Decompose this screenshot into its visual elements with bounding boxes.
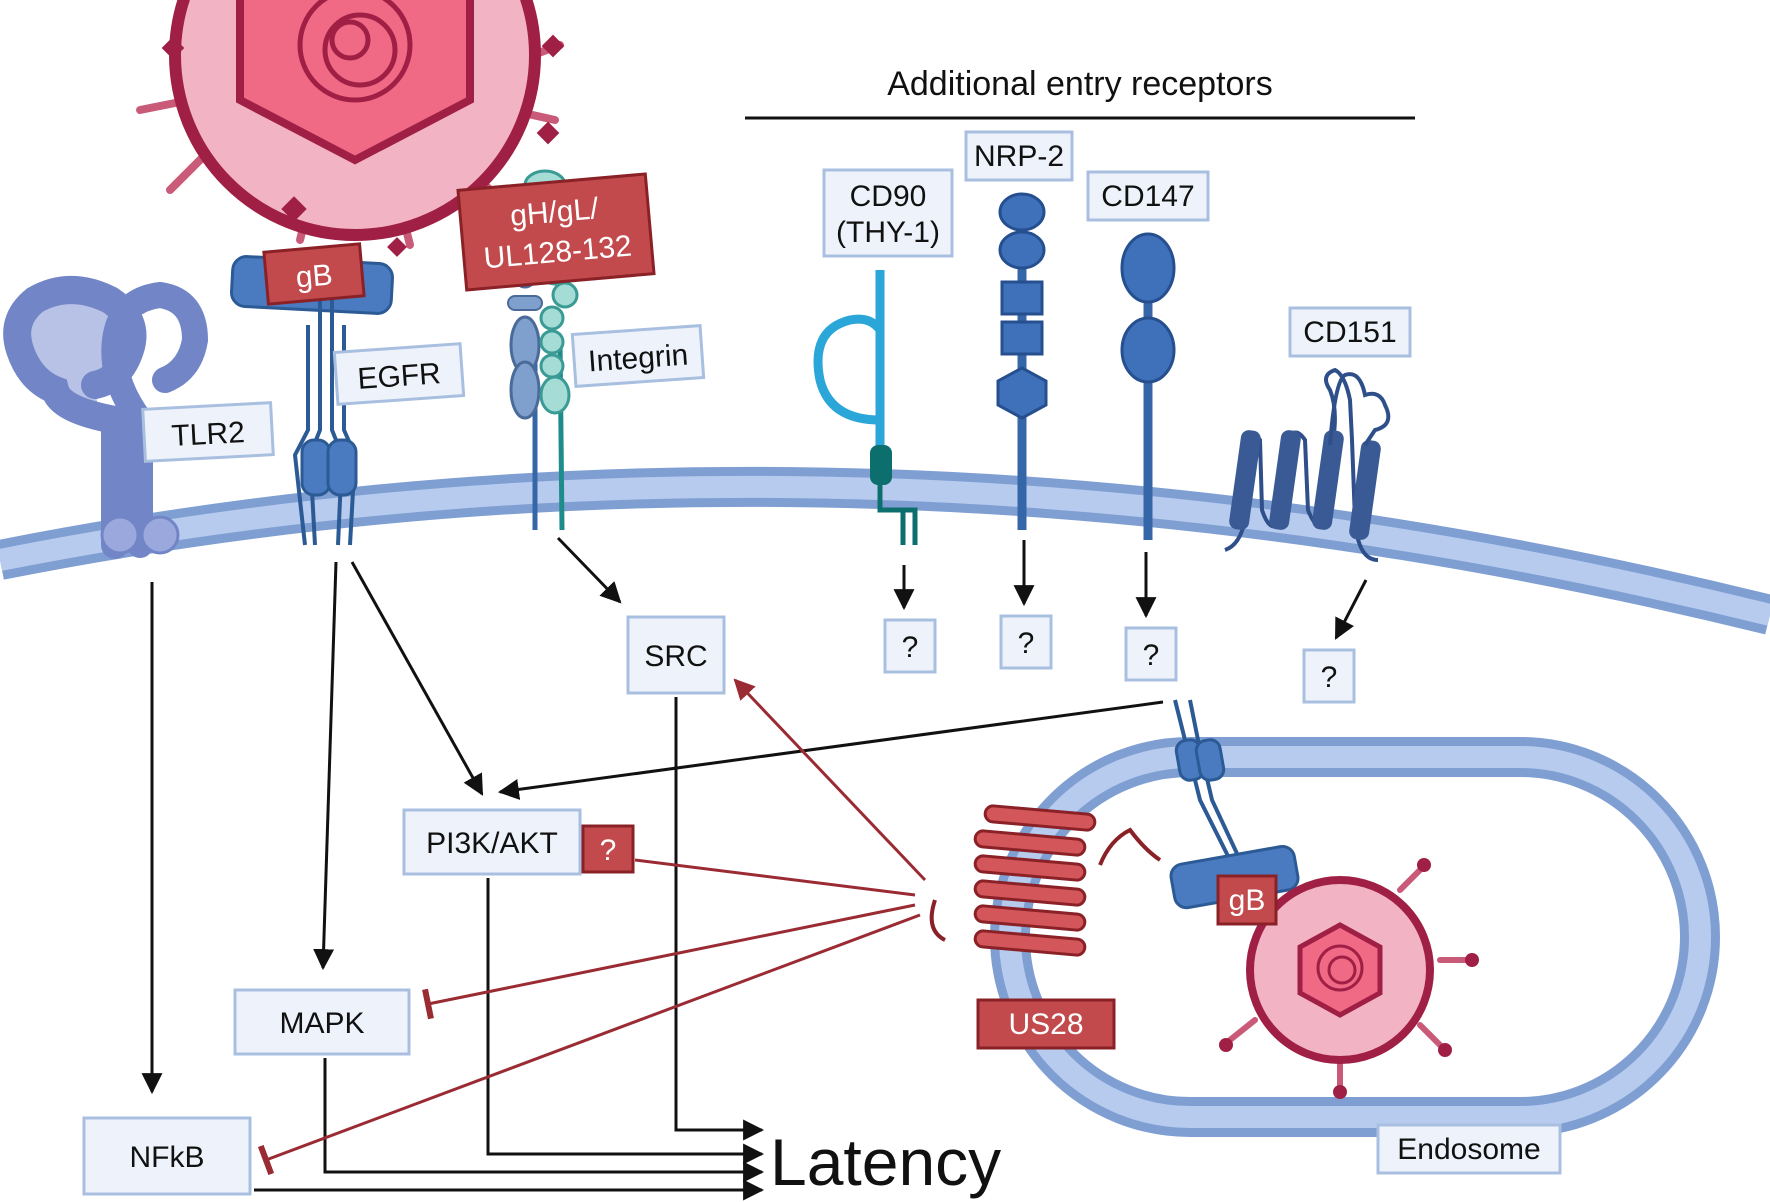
us28-receptor (929, 804, 1162, 957)
hcmv-virion-top (136, 0, 565, 257)
cd151-label: CD151 (1303, 316, 1396, 349)
gb-label-top: gB (294, 258, 333, 294)
cd147-label: CD147 (1101, 180, 1194, 213)
pi3k-akt-node: PI3K/AKT (426, 827, 558, 860)
gh-gl-label-line1: gH/gL/ (509, 192, 601, 233)
capsid-top (236, 0, 474, 165)
latency-label: Latency (770, 1125, 1001, 1199)
nrp2-unknown-signal: ? (1018, 627, 1035, 660)
src-node: SRC (644, 640, 707, 673)
mapk-node: MAPK (279, 1007, 364, 1040)
integrin-label: Integrin (587, 339, 689, 379)
cd90-label-line2: (THY-1) (836, 216, 940, 249)
tlr2-label: TLR2 (171, 416, 246, 453)
entry-receptors-heading: Additional entry receptors (745, 65, 1415, 120)
nrp2-receptor (996, 192, 1048, 530)
cd151-receptor (1224, 367, 1391, 562)
egfr-label: EGFR (356, 357, 441, 396)
tlr2-receptor (3, 276, 209, 559)
cd90-receptor (813, 270, 918, 545)
cd147-receptor (1120, 232, 1176, 540)
heading-text: Additional entry receptors (887, 65, 1273, 103)
hcmv-virion-endosome (1219, 858, 1479, 1099)
plasma-membrane (0, 466, 1770, 635)
cd147-unknown-signal: ? (1143, 639, 1160, 672)
cd151-unknown-signal: ? (1321, 661, 1338, 694)
us28-label: US28 (1008, 1008, 1083, 1041)
gb-label-endosome: gB (1229, 884, 1266, 917)
latency-arrows (254, 697, 765, 1201)
nrp2-label: NRP-2 (974, 140, 1064, 173)
nfkb-node: NFkB (130, 1141, 205, 1174)
cd90-unknown-signal: ? (902, 631, 919, 664)
cd90-label-line1: CD90 (850, 180, 927, 213)
endosome-label: Endosome (1397, 1133, 1540, 1166)
pi3k-unknown-mediator: ? (600, 834, 617, 867)
